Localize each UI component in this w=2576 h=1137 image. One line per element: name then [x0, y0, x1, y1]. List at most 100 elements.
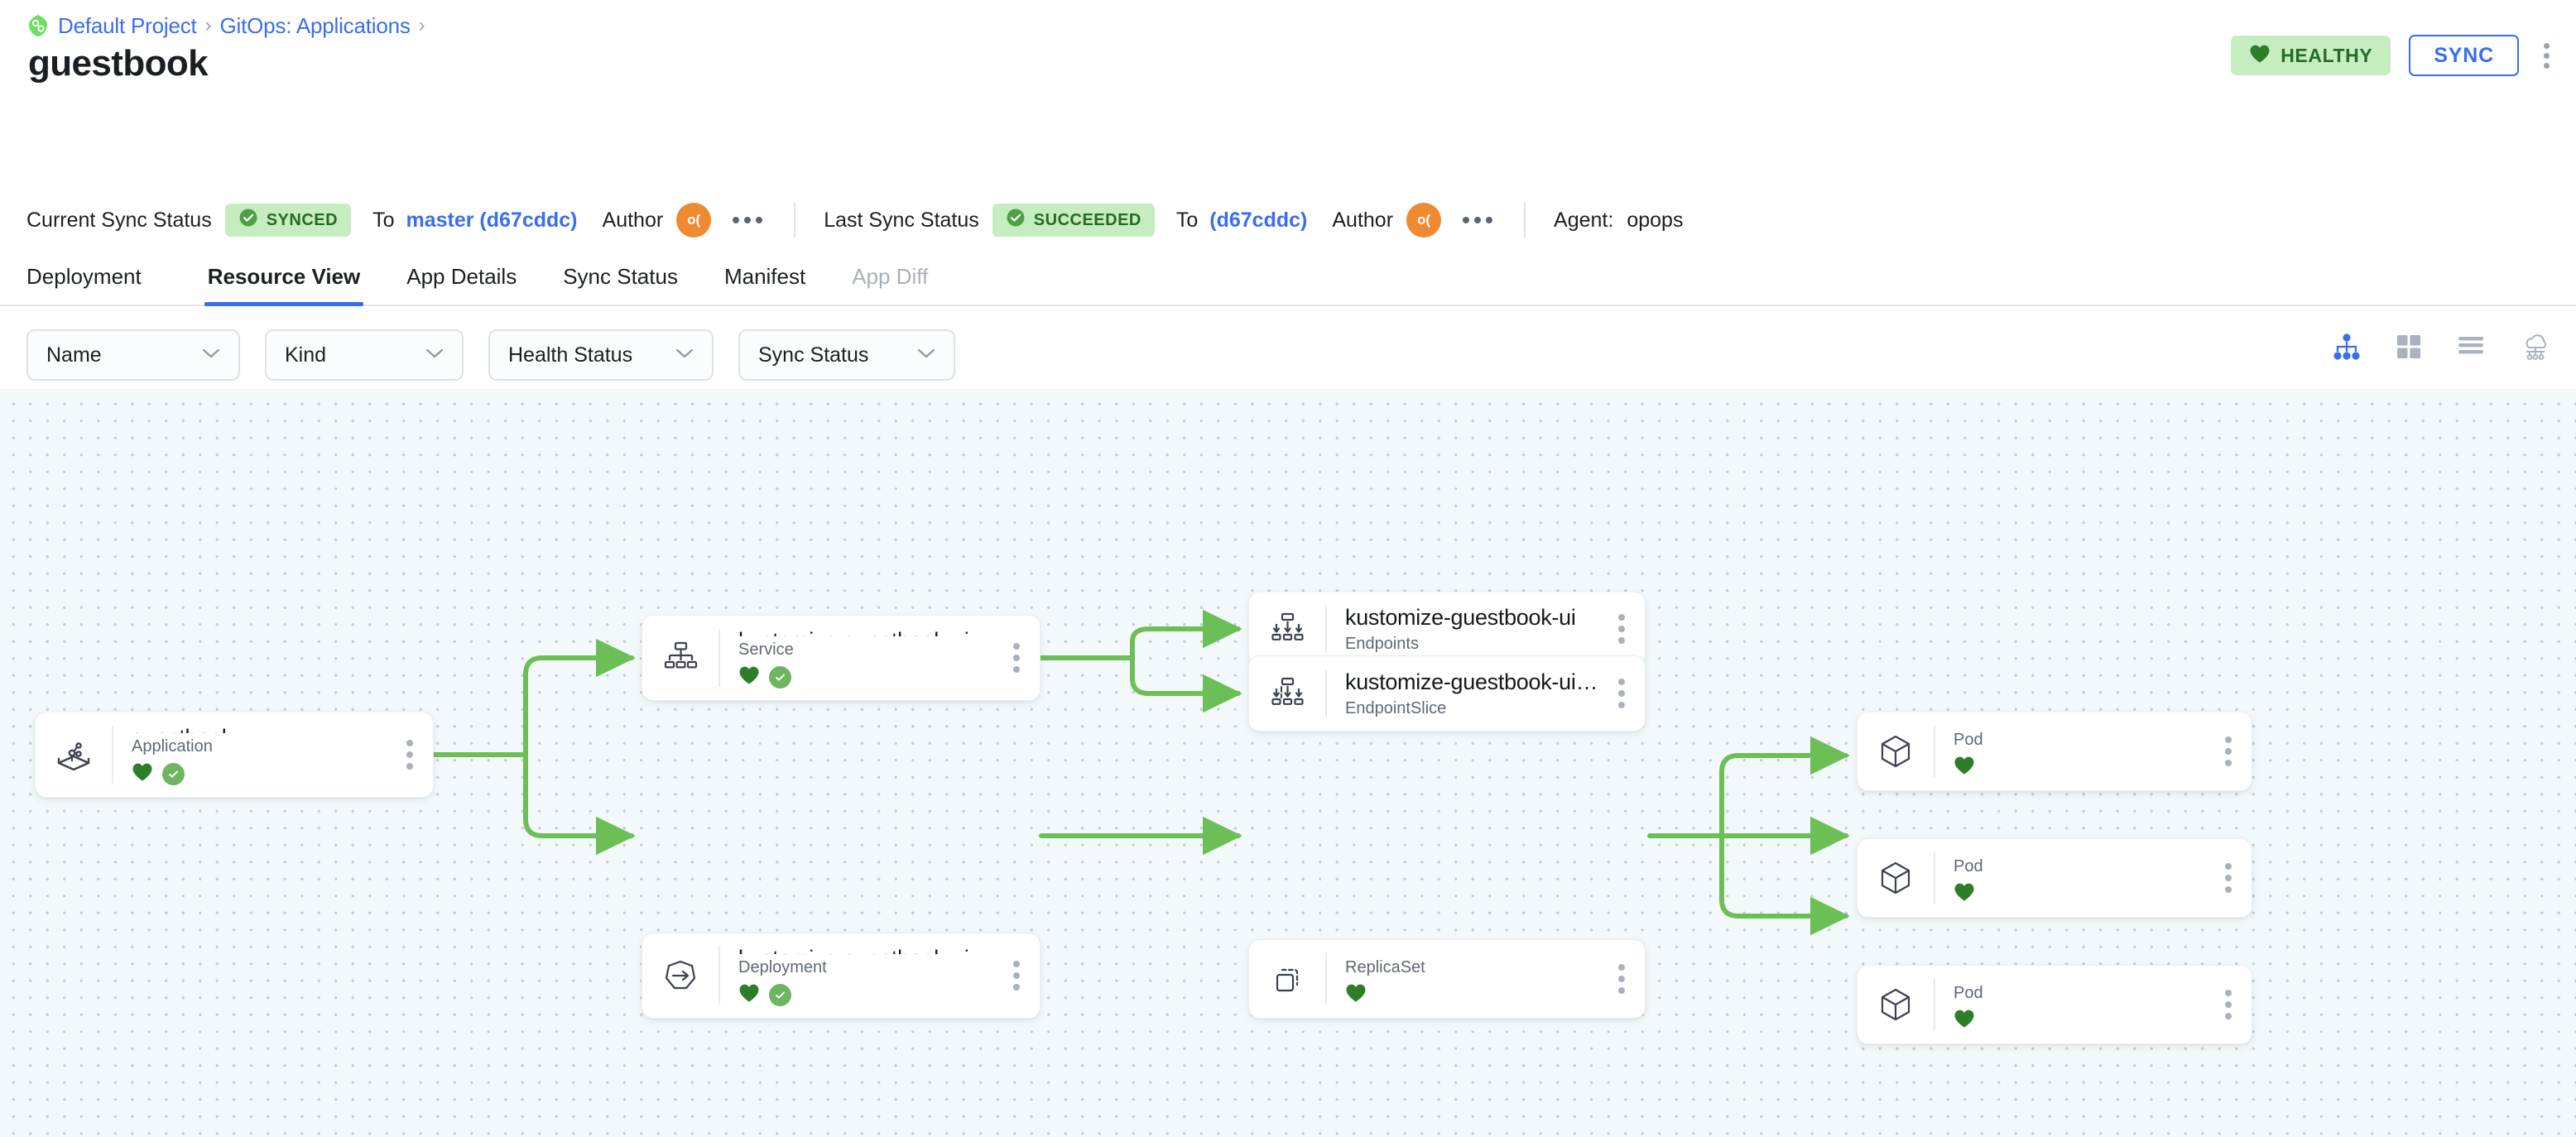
node-status-badges — [1954, 882, 2205, 905]
resource-graph-canvas[interactable]: guestbook Application kustomize-guestboo… — [0, 389, 2576, 1137]
filter-health-status[interactable]: Health Status — [488, 329, 714, 381]
node-kind: Service — [738, 640, 794, 659]
graph-node-pod[interactable]: kustomize-guestbook-ui-… Pod — [1857, 712, 2252, 791]
node-content: kustomize-guestbook-ui Service — [720, 616, 993, 700]
node-title: kustomize-guestbook-ui-… — [1345, 952, 1598, 954]
tab-sync-status[interactable]: Sync Status — [563, 264, 678, 289]
node-kebab-icon[interactable] — [2205, 712, 2252, 790]
node-kind: Pod — [1954, 731, 1983, 749]
filter-sync-status-label: Sync Status — [758, 343, 869, 367]
graph-node-replicaset[interactable]: kustomize-guestbook-ui-… ReplicaSet — [1248, 939, 1646, 1019]
graph-edges — [430, 609, 1850, 936]
kebab-vertical-icon[interactable] — [2537, 38, 2556, 74]
node-title: kustomize-guestbook-ui — [738, 945, 993, 954]
node-kebab-icon[interactable] — [1598, 656, 1645, 731]
node-title: kustomize-guestbook-ui-… — [1345, 669, 1598, 694]
divider — [1934, 979, 1935, 1030]
check-circle-icon — [238, 208, 258, 233]
node-title: guestbook — [132, 724, 387, 733]
node-status-badges — [1954, 756, 2205, 779]
tab-manifest[interactable]: Manifest — [723, 264, 806, 289]
graph-node-endpointslice[interactable]: kustomize-guestbook-ui-… EndpointSlice — [1248, 655, 1646, 732]
node-status-badges — [1954, 1009, 2205, 1032]
synced-check-icon — [162, 762, 185, 785]
health-label: HEALTHY — [2280, 44, 2373, 66]
healthy-heart-icon — [738, 983, 760, 1007]
node-status-badges — [738, 665, 993, 688]
last-sync-status-label: Last Sync Status — [824, 208, 979, 232]
graph-node-pod[interactable]: kustomize-guestbook-ui-… Pod — [1857, 838, 2252, 918]
argo-project-icon — [26, 14, 50, 37]
node-kebab-icon[interactable] — [2205, 966, 2252, 1043]
chevron-down-icon — [917, 348, 935, 363]
node-content: kustomize-guestbook-ui Endpoints — [1327, 592, 1598, 665]
healthy-heart-icon — [738, 665, 760, 689]
application-icon — [36, 712, 112, 797]
divider — [718, 947, 720, 1005]
divider — [1325, 606, 1327, 652]
last-author-label: Author — [1332, 208, 1394, 232]
node-content: kustomize-guestbook-ui-… EndpointSlice — [1327, 656, 1598, 731]
node-content: kustomize-guestbook-ui Deployment — [720, 933, 993, 1018]
divider — [112, 726, 113, 784]
tree-view-icon[interactable] — [2333, 333, 2361, 361]
node-content: guestbook Application — [113, 712, 387, 797]
filter-kind[interactable]: Kind — [265, 329, 464, 381]
node-status-badges — [738, 983, 993, 1006]
divider — [718, 629, 720, 687]
page-header: Default Project › GitOps: Applications ›… — [0, 0, 2576, 192]
node-kebab-icon[interactable] — [2205, 839, 2252, 917]
pod-icon — [1858, 966, 1934, 1043]
node-content: kustomize-guestbook-ui-… Pod — [1935, 712, 2205, 790]
breadcrumb-item-default-project[interactable]: Default Project — [58, 12, 197, 38]
kebab-horizontal-icon[interactable] — [1459, 210, 1496, 230]
node-kebab-icon[interactable] — [993, 933, 1040, 1018]
current-revision-link[interactable]: master (d67cddc) — [406, 208, 578, 232]
node-content: kustomize-guestbook-ui-… ReplicaSet — [1327, 940, 1598, 1018]
divider — [1325, 669, 1327, 717]
graph-node-endpoints[interactable]: kustomize-guestbook-ui Endpoints — [1248, 592, 1646, 666]
header-actions: HEALTHY SYNC — [2231, 35, 2556, 76]
graph-node-deployment[interactable]: kustomize-guestbook-ui Deployment — [642, 933, 1040, 1019]
page-title: guestbook — [28, 43, 209, 84]
pod-icon — [1858, 839, 1934, 917]
node-kebab-icon[interactable] — [1598, 940, 1645, 1018]
network-view-icon[interactable] — [2520, 333, 2550, 360]
breadcrumb-item-gitops-applications[interactable]: GitOps: Applications — [219, 12, 411, 38]
node-kind: Application — [132, 737, 213, 756]
node-content: kustomize-guestbook-ui-… Pod — [1935, 839, 2205, 917]
filter-name[interactable]: Name — [26, 329, 240, 381]
agent-value: opops — [1627, 208, 1684, 232]
grid-view-icon[interactable] — [2396, 333, 2422, 360]
healthy-heart-icon — [1954, 756, 1975, 780]
status-badge-health: HEALTHY — [2231, 36, 2391, 75]
synced-check-icon — [769, 665, 791, 688]
graph-node-application[interactable]: guestbook Application — [35, 712, 434, 798]
avatar[interactable]: o( — [676, 203, 712, 237]
node-title: kustomize-guestbook-ui — [738, 627, 993, 636]
tab-app-details[interactable]: App Details — [406, 264, 517, 289]
kebab-horizontal-icon[interactable] — [729, 210, 766, 230]
heart-icon — [2249, 44, 2271, 68]
divider — [1325, 953, 1327, 1005]
status-badge-succeeded: SUCCEEDED — [992, 204, 1155, 237]
list-view-icon[interactable] — [2457, 334, 2485, 359]
graph-node-service[interactable]: kustomize-guestbook-ui Service — [642, 615, 1040, 701]
node-content: kustomize-guestbook-ui-… Pod — [1935, 966, 2205, 1043]
node-kind: ReplicaSet — [1345, 958, 1425, 976]
synced-label: SYNCED — [266, 210, 339, 229]
sync-button[interactable]: SYNC — [2409, 35, 2519, 76]
graph-node-pod[interactable]: kustomize-guestbook-ui-… Pod — [1857, 965, 2252, 1044]
avatar[interactable]: o( — [1406, 203, 1442, 237]
node-kebab-icon[interactable] — [1598, 592, 1645, 665]
node-title: kustomize-guestbook-ui-… — [1954, 724, 2205, 727]
node-kebab-icon[interactable] — [993, 616, 1040, 700]
healthy-heart-icon — [1345, 983, 1367, 1007]
tab-resource-view[interactable]: Resource View — [185, 264, 384, 306]
replicaset-icon — [1249, 940, 1325, 1018]
tab-deployment[interactable]: Deployment — [26, 264, 142, 289]
filter-kind-label: Kind — [285, 343, 327, 367]
last-revision-link[interactable]: (d67cddc) — [1209, 208, 1308, 232]
node-kebab-icon[interactable] — [387, 712, 433, 797]
filter-sync-status[interactable]: Sync Status — [738, 329, 955, 381]
